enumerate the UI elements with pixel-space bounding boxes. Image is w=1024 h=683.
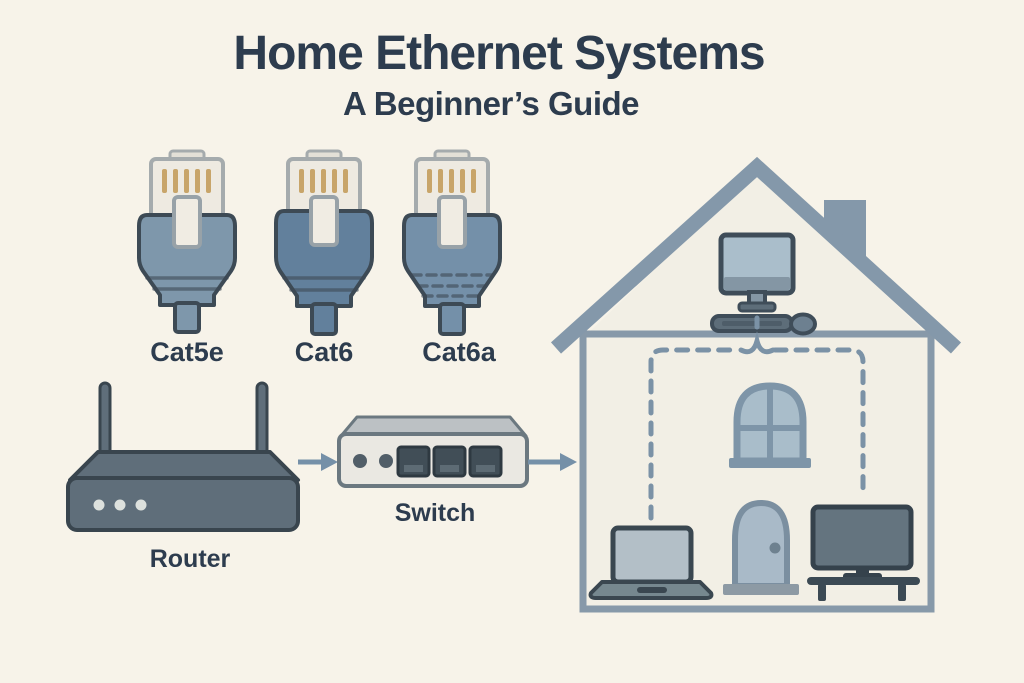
tv-stand-icon [807,577,920,585]
cat6a-label: Cat6a [422,337,496,367]
ethernet-port-icon [468,445,503,478]
house-roof [550,156,962,354]
cat6a-connector-icon [402,149,502,336]
page-title: Home Ethernet Systems [233,27,765,80]
cat5e-connector-icon [137,149,237,334]
ethernet-port-icon [432,445,467,478]
cat6-label: Cat6 [294,337,354,367]
connector-pins [427,169,476,193]
switch-icon [337,415,529,488]
connector-pins [299,169,348,193]
switch-to-house-arrow-icon [528,453,577,471]
cat6-connector-icon [274,149,374,336]
router-label: Router [149,545,231,573]
router-to-switch-arrow-icon [298,453,338,471]
switch-label: Switch [394,499,476,527]
window-icon [729,382,811,468]
page-subtitle: A Beginner’s Guide [343,85,640,122]
router-icon [66,381,300,532]
cat5e-label: Cat5e [150,337,224,367]
mouse-icon [789,312,817,336]
tv-icon [807,504,920,601]
door-icon [723,499,799,595]
doorknob-icon [769,542,781,554]
connector-pins [162,169,211,193]
ethernet-port-icon [396,445,431,478]
desktop-computer-icon [710,232,817,336]
dashed-network-path [648,315,866,521]
router-led-lights [93,499,147,511]
switch-led-lights [353,454,393,468]
laptop-icon [588,525,714,600]
